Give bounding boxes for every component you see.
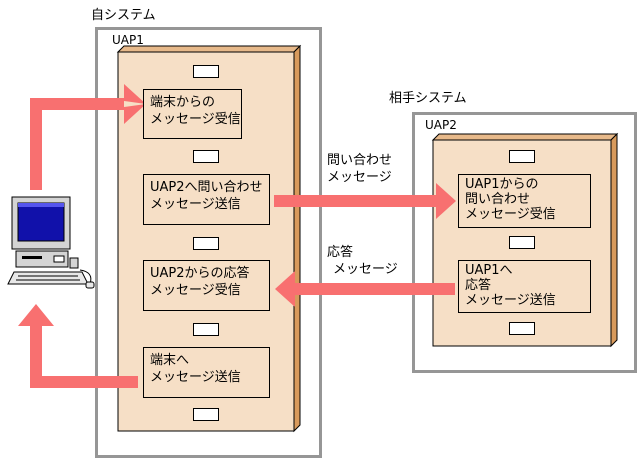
arrow-reply-to-uap1 (275, 271, 455, 307)
uap1-slot-2 (193, 150, 219, 163)
own-system-title: 自システム (91, 8, 156, 23)
box-line: 端末へ (150, 353, 190, 368)
computer-terminal-icon (7, 196, 95, 289)
arrow-uap1-to-terminal (18, 304, 138, 388)
uap1-box-send-query: UAP2へ問い合わせ メッセージ送信 (143, 174, 270, 225)
box-line: UAP1へ (465, 263, 513, 278)
label-line: 応答 (327, 245, 354, 260)
box-line: メッセージ受信 (150, 112, 241, 127)
label-line: 問い合わせ (327, 153, 393, 168)
box-line: メッセージ送信 (150, 197, 241, 212)
reply-arrow-label: 応答 メッセージ (327, 244, 398, 278)
uap1-panel-top (116, 45, 302, 53)
box-line: 問い合わせ (465, 192, 531, 207)
box-line: メッセージ送信 (465, 293, 556, 308)
label-line: メッセージ (327, 170, 392, 185)
box-line: UAP1からの (465, 177, 539, 192)
uap2-box-send-reply: UAP1へ 応答 メッセージ送信 (458, 260, 591, 313)
box-line: 端末からの (150, 95, 216, 110)
uap1-box-send-to-terminal: 端末へ メッセージ送信 (143, 347, 270, 398)
box-line: メッセージ送信 (150, 370, 241, 385)
uap1-panel-side (293, 44, 301, 433)
uap1-slot-4 (193, 323, 219, 336)
label-line: メッセージ (333, 262, 398, 277)
uap2-label: UAP2 (425, 118, 457, 132)
partner-system-title: 相手システム (389, 91, 467, 106)
uap2-slot-1 (509, 150, 535, 163)
uap1-label: UAP1 (112, 33, 144, 47)
query-arrow-label: 問い合わせ メッセージ (327, 152, 392, 186)
uap2-slot-2 (509, 236, 535, 249)
box-line: UAP2からの応答 (150, 266, 250, 281)
uap1-slot-5 (193, 408, 219, 421)
own-system-frame (95, 27, 322, 458)
arrow-query-to-uap2 (274, 183, 456, 219)
uap1-slot-1 (193, 65, 219, 78)
uap2-panel-side (610, 132, 618, 348)
uap1-box-receive-from-terminal: 端末からの メッセージ受信 (143, 89, 242, 139)
uap1-box-receive-reply: UAP2からの応答 メッセージ受信 (143, 260, 270, 311)
uap1-slot-3 (193, 237, 219, 250)
box-line: メッセージ受信 (465, 207, 556, 222)
box-line: 応答 (465, 278, 492, 293)
box-line: UAP2へ問い合わせ (150, 180, 263, 195)
arrow-terminal-to-uap1 (30, 84, 146, 190)
uap2-slot-3 (509, 322, 535, 335)
uap2-panel-top (431, 133, 619, 141)
uap2-box-receive-query: UAP1からの 問い合わせ メッセージ受信 (458, 174, 591, 228)
box-line: メッセージ受信 (150, 283, 241, 298)
partner-system-frame (412, 112, 637, 373)
